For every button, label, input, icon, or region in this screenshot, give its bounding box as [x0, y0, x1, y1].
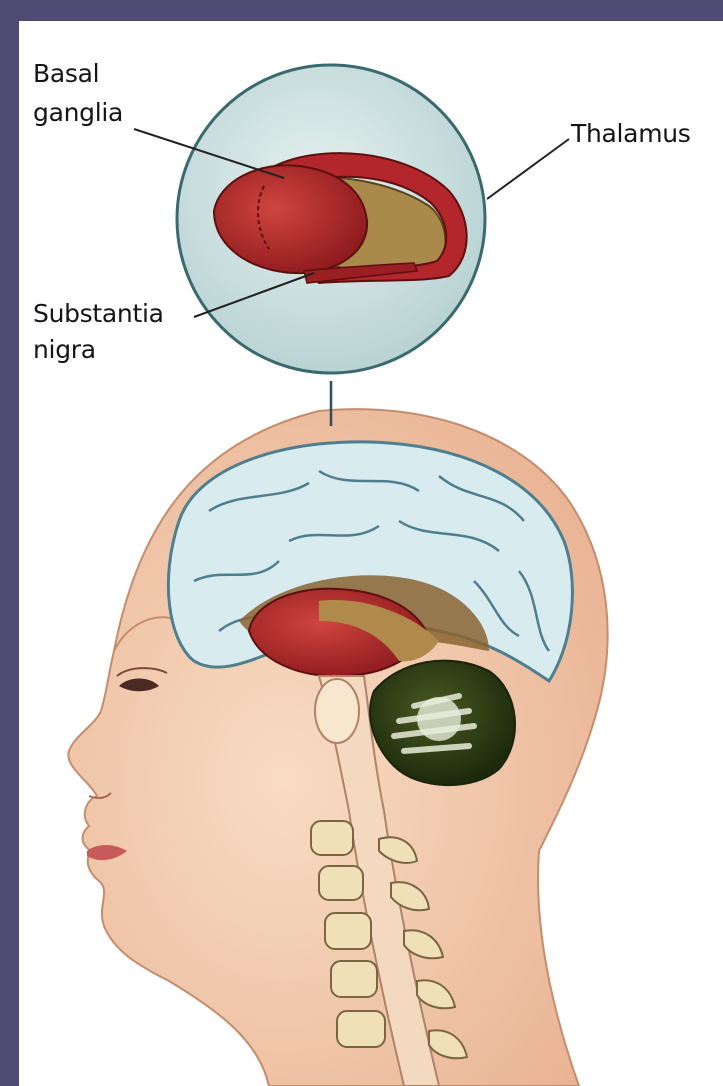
label-thalamus: Thalamus [571, 117, 691, 150]
label-substantia-nigra-line1: Substantia [33, 297, 164, 330]
label-basal-ganglia-line2: ganglia [33, 96, 123, 129]
inset-circle [177, 65, 485, 373]
illustration-panel: Basal ganglia Thalamus Substantia nigra [19, 21, 723, 1086]
brain-anatomy-illustration [19, 21, 723, 1086]
label-basal-ganglia-line1: Basal [33, 57, 99, 90]
label-substantia-nigra-line2: nigra [33, 333, 96, 366]
